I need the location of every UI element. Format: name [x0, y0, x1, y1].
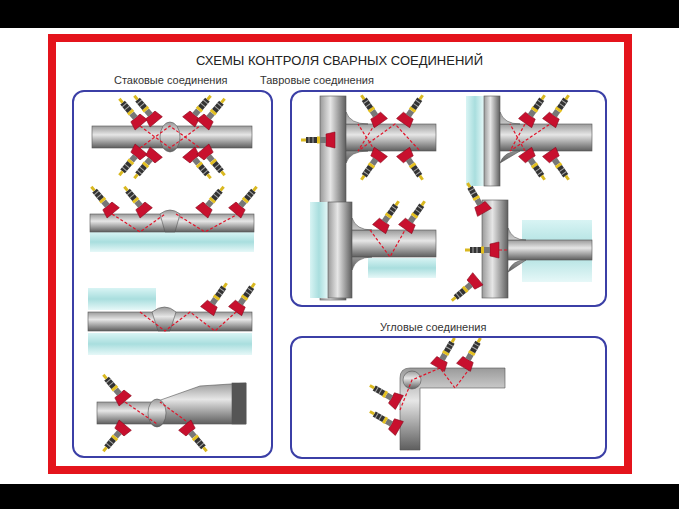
joint-panel: Стаковые соединения	[72, 90, 273, 458]
joint-panel: Тавровые соединения	[290, 90, 607, 307]
panel-heading: Стаковые соединения	[114, 74, 228, 86]
panel-heading: Тавровые соединения	[260, 74, 374, 86]
joint-panel: Угловые соединения	[290, 336, 607, 459]
page-title: СХЕМЫ КОНТРОЛЯ СВАРНЫХ СОЕДИНЕНИЙ	[0, 53, 679, 68]
panel-heading: Угловые соединения	[380, 321, 486, 333]
